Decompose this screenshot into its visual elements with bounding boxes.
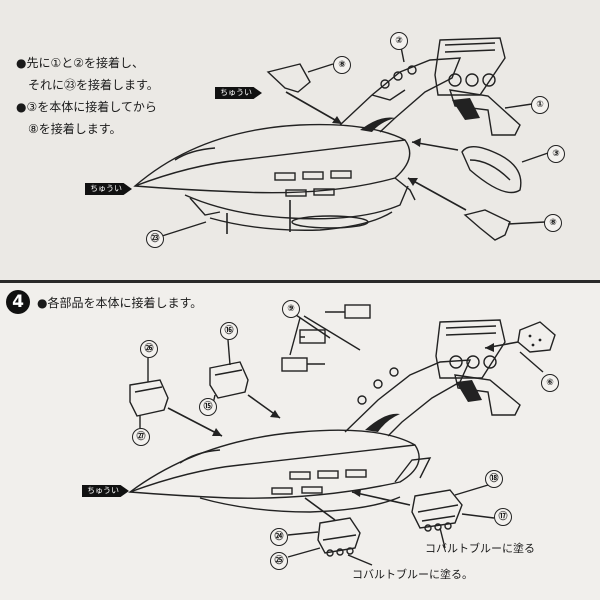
part-number-8-top: ⑧ xyxy=(333,56,351,74)
part-number-23: ㉓ xyxy=(146,230,164,248)
part-number-25: ㉕ xyxy=(270,552,288,570)
part-number-17: ⑰ xyxy=(494,508,512,526)
caution-tag-upper-1: ちゅうい xyxy=(215,87,262,99)
part-number-1: ① xyxy=(531,96,549,114)
step-upper-instruction-4: ⑧を接着します。 xyxy=(28,122,122,136)
caution-tag-upper-2: ちゅうい xyxy=(85,183,132,195)
paint-note-cobalt-blue-1: コバルトブルーに塗る xyxy=(425,542,535,555)
step-divider xyxy=(0,280,600,283)
part-number-9: ⑨ xyxy=(282,300,300,318)
part-number-26: ㉖ xyxy=(140,340,158,358)
part-number-15: ⑮ xyxy=(199,398,217,416)
assembly-step-panel-upper xyxy=(0,0,600,280)
step-4-badge: 4 xyxy=(6,290,30,314)
part-number-24: ㉔ xyxy=(270,528,288,546)
part-number-3: ③ xyxy=(547,145,565,163)
part-number-8-bottom: ⑧ xyxy=(544,214,562,232)
part-number-6: ⑥ xyxy=(541,374,559,392)
part-9-group xyxy=(281,304,371,372)
part-number-27: ㉗ xyxy=(132,428,150,446)
caution-tag-step-4: ちゅうい xyxy=(82,485,129,497)
step-4-instruction: ●各部品を本体に接着します。 xyxy=(37,296,203,310)
part-number-2: ② xyxy=(390,32,408,50)
ship-upper-drawing xyxy=(133,37,549,241)
part-number-16: ⑯ xyxy=(220,322,238,340)
step-upper-instruction-1: ●先に①と②を接着し、 xyxy=(16,56,144,70)
step-upper-instruction-3: ●③を本体に接着してから xyxy=(16,100,157,114)
step-upper-instruction-2: それに㉓を接着します。 xyxy=(28,78,159,92)
ship-lower-drawing xyxy=(128,304,556,566)
paint-note-cobalt-blue-2: コバルトブルーに塗る。 xyxy=(352,568,473,581)
part-number-18: ⑱ xyxy=(485,470,503,488)
